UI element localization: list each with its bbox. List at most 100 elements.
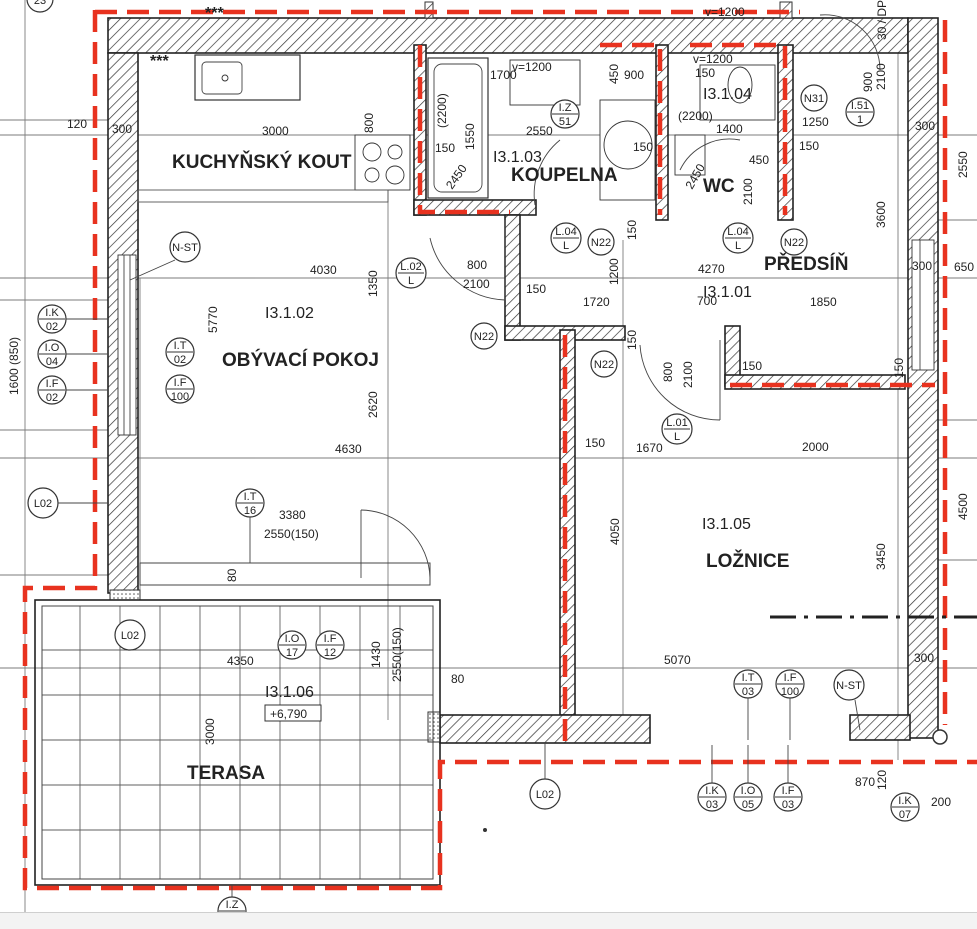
dim-label: 2550(150)	[390, 627, 404, 682]
room-name-living: OBÝVACÍ POKOJ	[222, 349, 379, 371]
sanitary-fixtures	[137, 54, 776, 203]
tag-bubble: I.K07	[890, 792, 920, 822]
dim-label: 1700	[490, 68, 517, 82]
dim-label: 2100	[874, 63, 888, 90]
room-labels: KUCHYŇSKÝ KOUT KOUPELNA I3.1.03 WC I3.1.…	[172, 86, 848, 784]
dim-label: 2100	[741, 178, 755, 205]
dim-label: 3000	[262, 124, 289, 138]
room-name-bathroom: KOUPELNA	[511, 165, 618, 186]
dim-label: 450	[749, 153, 769, 167]
svg-text:02: 02	[46, 392, 58, 404]
svg-text:03: 03	[782, 799, 794, 811]
svg-text:02: 02	[174, 354, 186, 366]
door-swings	[360, 14, 881, 579]
svg-text:I.F: I.F	[46, 378, 59, 390]
dim-label: 30 / DPS	[875, 0, 889, 40]
dim-label: 1550	[463, 123, 477, 150]
tag-bubble: N31	[800, 84, 828, 112]
svg-text:L.04: L.04	[727, 226, 748, 238]
tag-bubble: I.51 1	[845, 97, 875, 127]
svg-text:23: 23	[34, 0, 46, 7]
svg-text:L02: L02	[34, 498, 52, 510]
dim-label: (2200)	[435, 93, 449, 128]
svg-text:I.O: I.O	[45, 342, 60, 354]
dim-label: 200	[931, 795, 951, 809]
svg-text:I.F: I.F	[324, 633, 337, 645]
terrace-level: +6,790	[270, 707, 307, 721]
svg-text:N22: N22	[784, 237, 804, 249]
dim-label: 300	[915, 119, 935, 133]
dim-label: 80	[451, 672, 465, 686]
dim-label: 2550	[526, 124, 553, 138]
tag-bubble: I.K02	[37, 304, 67, 334]
svg-text:I.T: I.T	[244, 491, 257, 503]
dim-label: 3380	[279, 508, 306, 522]
dim-label: 1400	[716, 122, 743, 136]
tag-bubble: I.T02	[165, 337, 195, 367]
tag-bubble: L.01L	[661, 413, 693, 445]
dimension-labels: 3000 300 120 4030 800 2100 150 1720 4270…	[67, 5, 974, 809]
tag-bubble: I.O17	[277, 630, 307, 660]
dim-label: 2100	[681, 361, 695, 388]
dim-label: 150	[633, 140, 653, 154]
dim-label: 4030	[310, 263, 337, 277]
room-name-terrace: TERASA	[187, 763, 265, 784]
svg-text:N22: N22	[591, 237, 611, 249]
dim-label: 870	[855, 775, 875, 789]
svg-text:N-ST: N-ST	[836, 680, 862, 692]
tag-bubble: I.T 16	[235, 488, 265, 518]
dim-label: 2550(150)	[264, 527, 319, 541]
dim-label: 700	[697, 294, 717, 308]
tag-bubble: L.04L	[550, 222, 582, 254]
dim-label: 3450	[874, 543, 888, 570]
terrace-tiles	[34, 562, 441, 886]
dim-label: 150	[892, 358, 906, 378]
svg-text:L.02: L.02	[400, 261, 421, 273]
tag-bubble: L.04L	[722, 222, 754, 254]
svg-text:05: 05	[742, 799, 754, 811]
tag-bubble: N22	[587, 228, 615, 256]
svg-text:L: L	[735, 240, 741, 252]
marks: *** ***	[150, 5, 948, 832]
room-code-hall: I3.1.01	[703, 284, 752, 301]
svg-text:N22: N22	[594, 359, 614, 371]
tag-bubble: I.Z51	[550, 99, 580, 129]
tag-bubble: N22	[470, 322, 498, 350]
tag-bubble: I.O04	[37, 339, 67, 369]
tag-bubble: L.02L	[395, 257, 427, 289]
dim-label: 1250	[802, 115, 829, 129]
dim-label: 300	[912, 259, 932, 273]
svg-text:16: 16	[244, 505, 256, 517]
marker-stars: ***	[205, 5, 224, 22]
svg-text:I.51: I.51	[851, 100, 869, 112]
tag-bubble: 23	[26, 0, 54, 13]
dim-label: 4270	[698, 262, 725, 276]
room-code-bedroom: I3.1.05	[702, 516, 751, 533]
svg-text:N22: N22	[474, 331, 494, 343]
room-name-kitchen: KUCHYŇSKÝ KOUT	[172, 151, 352, 173]
dim-label: v=1200	[705, 5, 745, 19]
svg-text:I.T: I.T	[742, 672, 755, 684]
svg-text:L02: L02	[536, 789, 554, 801]
dim-label: 4050	[608, 518, 622, 545]
svg-text:I.O: I.O	[741, 785, 756, 797]
dim-label: 3000	[203, 718, 217, 745]
dim-label: 150	[695, 66, 715, 80]
svg-text:1: 1	[857, 114, 863, 126]
tag-bubbles: N-ST N-ST N22 N22 N22 N22 N31 L02 L02 L0…	[26, 0, 865, 810]
dim-label: 1850	[810, 295, 837, 309]
dim-label: 2100	[463, 277, 490, 291]
tag-bubble: I.F 02	[37, 375, 67, 405]
svg-text:I.K: I.K	[898, 795, 912, 807]
svg-text:100: 100	[171, 391, 189, 403]
dim-label: v=1200	[693, 52, 733, 66]
dim-label: 5770	[206, 306, 220, 333]
room-code-wc: I3.1.04	[703, 86, 752, 103]
tag-bubble: N-ST	[169, 231, 201, 263]
marker-stars: ***	[150, 53, 169, 70]
dim-label: 150	[625, 330, 639, 350]
dim-label: 900	[861, 72, 875, 92]
walls	[107, 1, 939, 744]
dim-label: 650	[954, 260, 974, 274]
dim-label: 450	[607, 64, 621, 84]
